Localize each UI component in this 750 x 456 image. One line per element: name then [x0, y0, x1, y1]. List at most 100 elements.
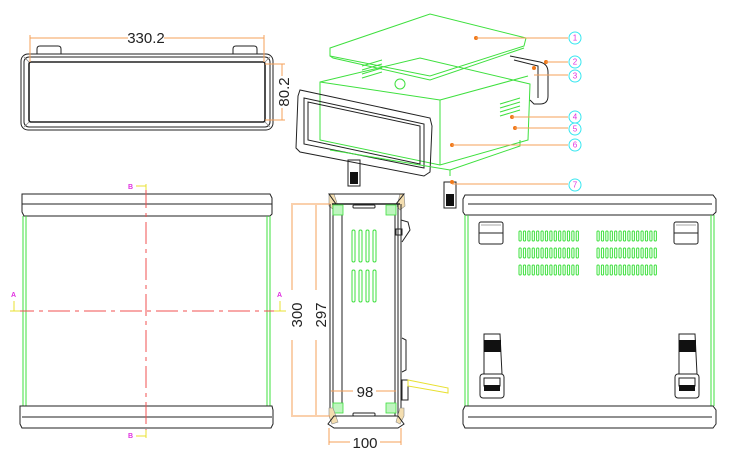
foot-right: [443, 181, 457, 209]
vent-slot: [558, 247, 562, 259]
callout-2: 2: [568, 55, 582, 69]
svg-text:1: 1: [573, 34, 578, 43]
front-bezel-inner: [28, 61, 266, 123]
vent-slot: [627, 230, 631, 242]
bottom-tab-right: [673, 221, 699, 245]
bottom-rail: [19, 405, 274, 429]
vent-slot: [600, 247, 605, 259]
vent-slot: [614, 264, 618, 276]
vent-slot: [549, 264, 553, 276]
chassis-body: [319, 57, 531, 166]
vent-slot: [527, 247, 531, 259]
svg-text:6: 6: [573, 141, 578, 150]
vent-slot: [540, 230, 544, 242]
vent-slot: [649, 247, 653, 259]
vent-slot: [549, 247, 553, 259]
knob: [394, 78, 406, 90]
vent-slot: [640, 247, 644, 259]
vent-slot: [558, 230, 562, 242]
vent-slot: [644, 264, 649, 276]
section-b-bottom: B: [128, 433, 133, 440]
vent-slot: [622, 264, 627, 276]
vent-slot: [596, 230, 600, 242]
vent-slot: [562, 247, 566, 259]
corner-bracket: [385, 402, 397, 414]
vent-slot: [536, 230, 540, 242]
vent-slot: [609, 264, 613, 276]
vent-slot: [527, 264, 531, 276]
vent-slot: [522, 247, 527, 259]
vent-slot: [622, 247, 627, 259]
vent-slot: [631, 230, 635, 242]
bottom-tray: [329, 140, 521, 171]
bottom-tab-left: [478, 221, 504, 245]
vent-slot: [562, 264, 566, 276]
vent-slot: [536, 247, 540, 259]
vent-slot: [636, 264, 640, 276]
vent-slot: [571, 247, 575, 259]
svg-text:3: 3: [573, 72, 578, 81]
vent-slot: [596, 247, 600, 259]
vent-slot: [631, 247, 635, 259]
vent-slot: [562, 230, 566, 242]
bottom-view-bottom-rail: [462, 405, 717, 429]
dim-side-outer-width: 100: [352, 435, 377, 452]
vent-slot: [536, 264, 540, 276]
side-view: 300 297 98 100: [289, 193, 449, 452]
svg-text:4: 4: [573, 113, 578, 122]
rear-vent: [361, 59, 383, 79]
vent-slot: [531, 230, 535, 242]
vent-slot: [636, 247, 640, 259]
vent-slot: [531, 264, 535, 276]
section-b-top: B: [128, 184, 133, 191]
front-bezel-exploded: [295, 89, 433, 177]
vent-slot: [644, 247, 649, 259]
top-view: B B A A: [10, 184, 286, 440]
front-tab-left: [36, 45, 62, 54]
vent-slot: [540, 247, 544, 259]
front-bezel-outer: [20, 53, 274, 131]
callout-5: 5: [568, 122, 582, 136]
bottom-view-top-rail: [462, 194, 717, 216]
vent-slot: [571, 264, 575, 276]
vent-slot: [575, 264, 579, 276]
vent-slot: [653, 264, 657, 276]
vent-slot: [553, 264, 557, 276]
vent-slot: [575, 247, 579, 259]
vent-slot: [609, 230, 613, 242]
vent-slot: [627, 247, 631, 259]
vent-slot: [618, 264, 622, 276]
rear-bezel-exploded: [509, 55, 549, 105]
vent-slot: [522, 230, 527, 242]
front-bezel-mid: [23, 56, 271, 128]
svg-text:5: 5: [573, 125, 578, 134]
exploded-view: 1 2 3 4 5 6 7: [295, 13, 582, 209]
vent-slot: [566, 230, 571, 242]
dim-side-inner-length: 297: [313, 302, 330, 327]
front-tab-right: [232, 45, 258, 54]
svg-text:7: 7: [573, 181, 578, 190]
dim-side-outer-length: 300: [289, 302, 306, 327]
vent-slot: [600, 264, 605, 276]
side-handle-top: [400, 219, 411, 243]
vent-slot: [558, 264, 562, 276]
vent-slot: [640, 264, 644, 276]
bottom-foot-right: [674, 333, 700, 399]
side-handle-bottom: [401, 337, 407, 373]
vent-slot: [636, 230, 640, 242]
corner-bracket: [385, 204, 397, 216]
vent-slot: [614, 247, 618, 259]
vent-slot: [609, 247, 613, 259]
vent-slot: [640, 230, 644, 242]
vent-slot: [605, 264, 609, 276]
vent-slot: [627, 264, 631, 276]
vent-slot: [618, 247, 622, 259]
side-vent-slots: [351, 229, 377, 303]
vent-slot: [649, 264, 653, 276]
vent-slot: [549, 230, 553, 242]
vent-slot: [600, 230, 605, 242]
vent-slot: [566, 264, 571, 276]
vent-slot: [553, 247, 557, 259]
foot-left: [347, 159, 361, 187]
